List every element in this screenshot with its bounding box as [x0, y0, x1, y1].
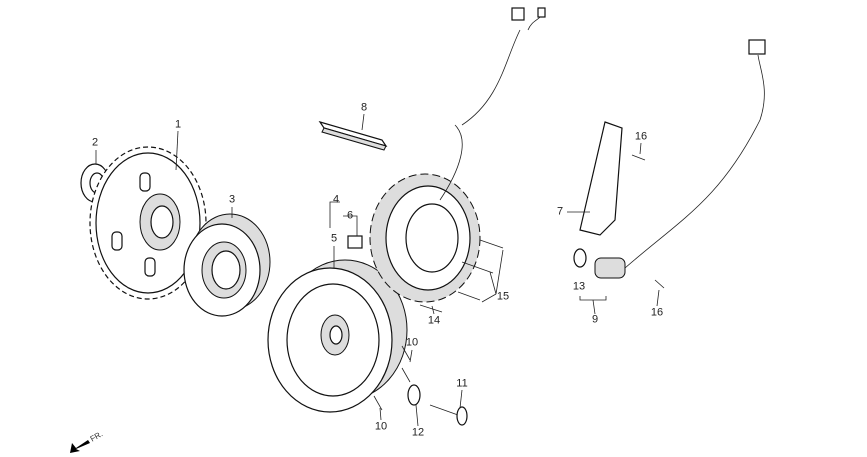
- callout-10-upper: 10: [405, 336, 419, 349]
- callout-12: 12: [411, 426, 425, 439]
- part-11-bolt: [429, 404, 468, 426]
- callout-1: 1: [174, 118, 182, 131]
- callout-11: 11: [456, 377, 468, 390]
- part-8-plate: [318, 120, 388, 151]
- part-4-stator: [347, 124, 481, 303]
- callout-13: 13: [572, 280, 586, 293]
- part-1-starter-driven-gear: [89, 146, 207, 300]
- callout-8: 8: [360, 101, 368, 114]
- callout-16-lower: 16: [650, 306, 664, 319]
- part-7-wire-cover: [579, 121, 623, 236]
- callout-5: 5: [330, 232, 338, 245]
- callout-16-upper: 16: [634, 130, 648, 143]
- callout-14: 14: [427, 314, 441, 327]
- callout-10-lower: 10: [374, 420, 388, 433]
- callout-7: 7: [556, 205, 564, 218]
- part-12-washer: [407, 384, 421, 406]
- part-3-starter-clutch: [183, 213, 271, 317]
- callout-6: 6: [346, 209, 354, 222]
- part-16-bolts: [631, 154, 665, 289]
- front-direction-arrow-icon: [70, 440, 90, 453]
- callout-4: 4: [332, 193, 340, 206]
- part-5-flywheel: [267, 259, 408, 413]
- callout-2: 2: [91, 136, 99, 149]
- stator-wire-harness: [461, 7, 546, 126]
- part-9-sensor: [594, 39, 766, 279]
- part-15-bolts: [419, 239, 504, 313]
- callout-3: 3: [228, 193, 236, 206]
- callout-15: 15: [496, 290, 510, 303]
- callout-9: 9: [591, 313, 599, 326]
- part-10-bolts: [373, 345, 411, 411]
- part-13-o-ring: [573, 248, 587, 268]
- leader-lines: [95, 113, 660, 427]
